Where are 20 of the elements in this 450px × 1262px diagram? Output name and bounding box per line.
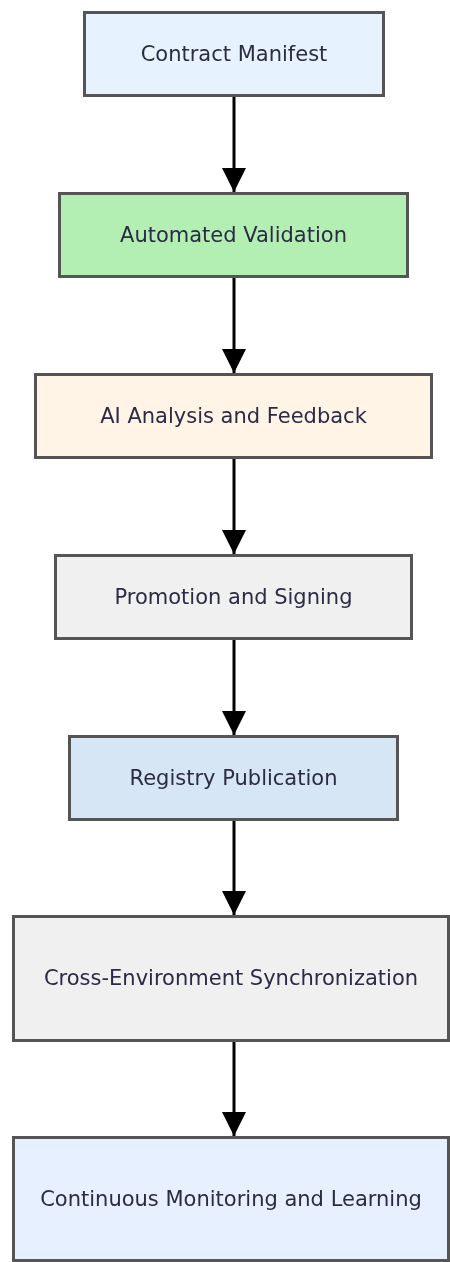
process-box [34,373,433,459]
node-label: Cross-Environment Synchronization [42,965,420,993]
node-label: Contract Manifest [139,40,329,68]
process-box [83,11,385,97]
node-label: Promotion and Signing [113,583,354,611]
arrow [222,459,246,554]
node-label: Continuous Monitoring and Learning [39,1185,423,1213]
process-box [54,554,413,640]
process-box [68,735,399,821]
arrow [222,278,246,373]
arrow [222,640,246,735]
node-label: Registry Publication [128,764,339,792]
process-box [58,192,409,278]
process-box [12,1136,450,1262]
node-label: AI Analysis and Feedback [99,402,368,430]
arrow [222,821,246,915]
arrow [222,97,246,192]
process-box [12,915,450,1042]
node-label: Automated Validation [119,221,348,249]
arrow [222,1042,246,1136]
